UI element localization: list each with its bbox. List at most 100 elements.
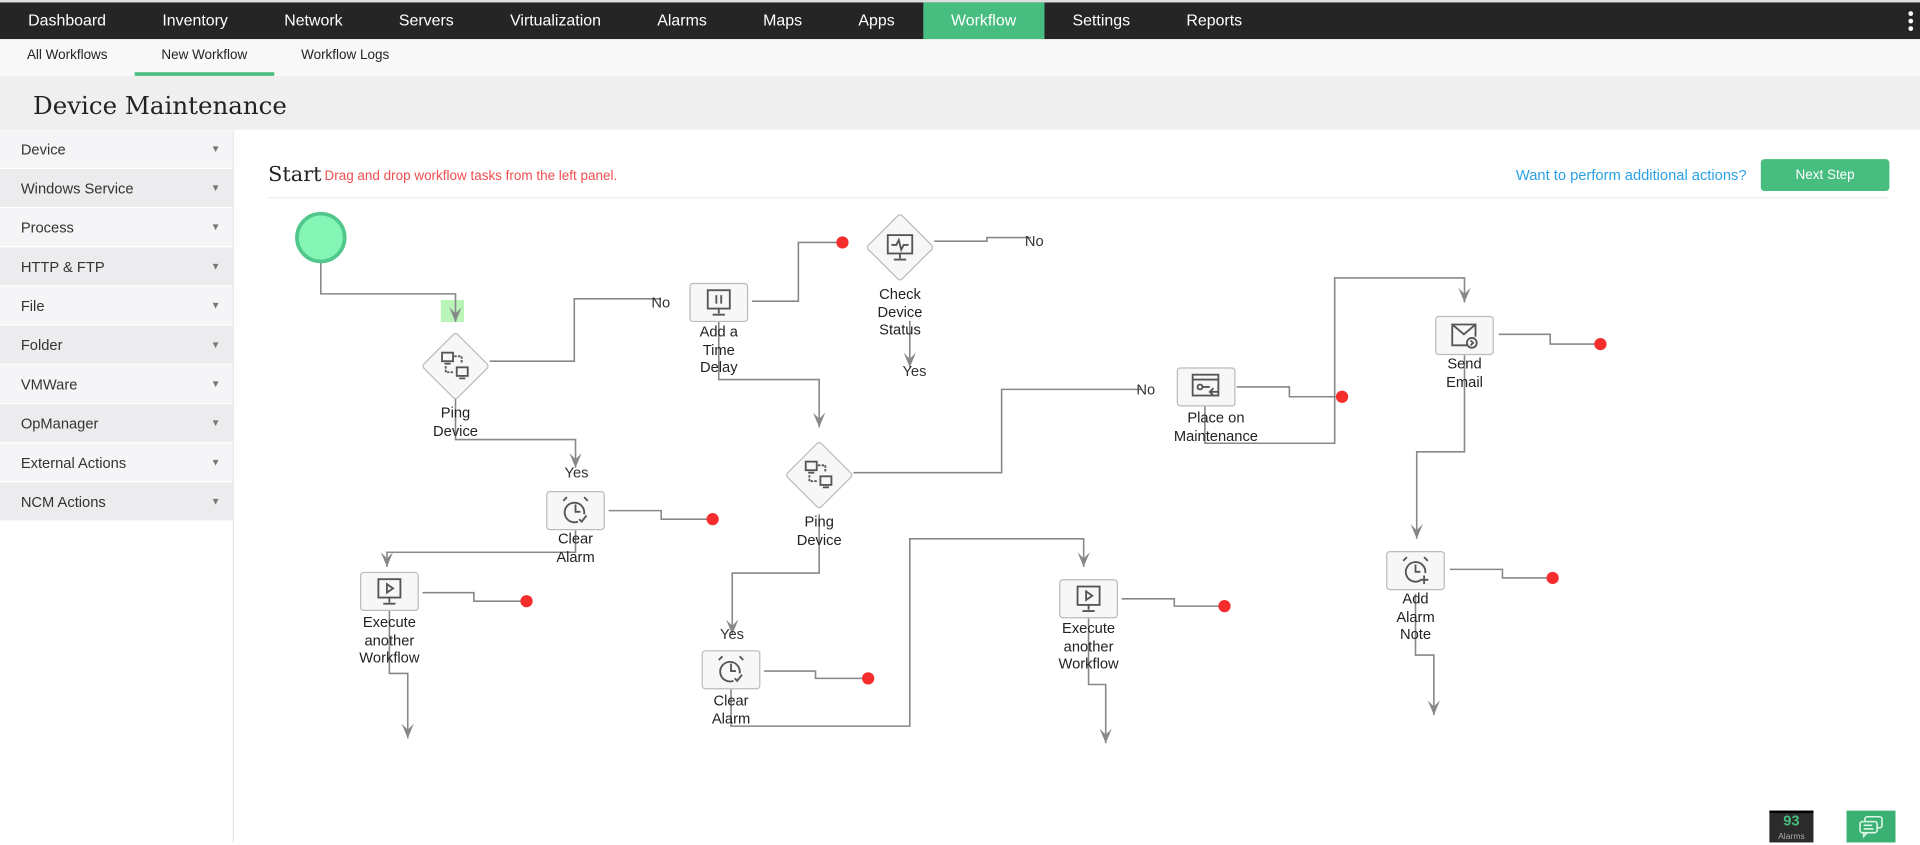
send-email-node[interactable] [1435, 315, 1494, 356]
caret-down-icon: ▼ [210, 378, 221, 390]
connector [489, 297, 662, 363]
branch-no-label: No [651, 293, 671, 312]
sidebar-item-vmware[interactable]: VMWare ▼ [0, 364, 233, 405]
sidebar-item-opmanager[interactable]: OpManager ▼ [0, 404, 233, 444]
connector [1087, 618, 1112, 744]
maintenance-icon [1191, 373, 1220, 397]
sidebar-item-label: Folder [20, 336, 63, 354]
sidebar-item-external-actions[interactable]: External Actions▼ [0, 443, 233, 483]
email-icon [1451, 323, 1478, 349]
tab-all-workflows[interactable]: All Workflows [26, 47, 108, 63]
nav-servers[interactable]: Servers [398, 11, 454, 30]
caret-down-icon: ▼ [210, 143, 221, 155]
clear-alarm-node-2[interactable] [701, 650, 761, 690]
alarm-clear-icon [562, 496, 589, 524]
chat-icon [1859, 815, 1883, 839]
sidebar-item-device[interactable]: Device ▼ [0, 129, 233, 169]
connector [730, 537, 1090, 727]
nav-workflow[interactable]: Workflow [922, 2, 1045, 40]
drag-drop-hint: Drag and drop workflow tasks from the le… [324, 168, 618, 184]
ping-device-icon [802, 458, 836, 492]
caret-down-icon: ▼ [210, 456, 221, 468]
alarm-clear-icon [718, 655, 744, 683]
nav-apps[interactable]: Apps [858, 11, 895, 30]
chat-button[interactable] [1846, 810, 1896, 843]
sidebar-item-label: Process [20, 219, 74, 237]
sidebar-item-label: File [20, 297, 45, 315]
play-monitor-icon [1076, 585, 1101, 612]
sidebar-item-label: Windows Service [20, 180, 134, 198]
sidebar-item-label: Device [20, 140, 66, 158]
nav-virtualization[interactable]: Virtualization [510, 11, 601, 30]
caret-down-icon: ▼ [210, 221, 221, 233]
sidebar-item-folder[interactable]: Folder ▼ [0, 325, 233, 365]
nav-inventory[interactable]: Inventory [162, 11, 228, 30]
time-delay-node[interactable] [689, 282, 749, 323]
execute-workflow-node[interactable] [360, 571, 419, 612]
tab-workflow-logs[interactable]: Workflow Logs [301, 47, 390, 63]
connector [1236, 386, 1340, 398]
sidebar-item-label: VMWare [20, 375, 78, 394]
caret-down-icon: ▼ [210, 339, 221, 351]
end-point [862, 672, 875, 685]
sidebar-item-process[interactable]: Process ▼ [0, 208, 233, 248]
connector [717, 320, 826, 428]
device-status-monitor-icon [883, 230, 917, 264]
more-menu-icon[interactable]: ••• [1907, 3, 1914, 38]
end-point [836, 236, 849, 249]
play-monitor-icon [377, 578, 402, 605]
connector [608, 509, 711, 520]
pause-monitor-icon [706, 289, 731, 316]
nav-dashboard[interactable]: Dashboard [28, 11, 107, 30]
nav-reports[interactable]: Reports [1186, 11, 1243, 30]
connector [1498, 333, 1598, 345]
branch-yes-label: Yes [720, 625, 744, 643]
connector [764, 670, 866, 680]
top-nav: Dashboard Inventory Network Servers Virt… [0, 0, 1920, 40]
branch-yes-label: Yes [902, 362, 927, 380]
alarm-add-icon [1402, 556, 1429, 585]
connector [1204, 277, 1471, 445]
sidebar-item-ncm-actions[interactable]: NCM Actions▼ [0, 482, 233, 522]
connector [1414, 593, 1441, 716]
clear-alarm-node[interactable] [546, 491, 605, 531]
connector [1410, 355, 1466, 539]
caret-down-icon: ▼ [210, 417, 221, 429]
sidebar-item-file[interactable]: File ▼ [0, 286, 233, 326]
additional-actions-link[interactable]: Want to perform additional actions? [1515, 166, 1747, 184]
connector [853, 388, 1142, 474]
execute-workflow-node-2[interactable] [1059, 579, 1118, 619]
sidebar-item-label: OpManager [20, 415, 99, 433]
connector [422, 591, 525, 603]
ping-device-icon [438, 349, 472, 383]
end-point [1335, 390, 1349, 403]
connector [320, 262, 462, 323]
tab-new-workflow[interactable]: New Workflow [134, 39, 275, 76]
connector [1449, 568, 1551, 579]
page-title: Device Maintenance [33, 90, 287, 121]
sidebar-item-http-ftp[interactable]: HTTP & FTP▼ [0, 247, 233, 287]
alarm-count: 93 [1783, 811, 1800, 829]
sidebar-item-windows-service[interactable]: Windows Service▼ [0, 168, 233, 209]
place-on-maintenance-node[interactable] [1176, 367, 1236, 407]
nav-maps[interactable]: Maps [763, 11, 803, 30]
caret-down-icon: ▼ [210, 300, 221, 312]
sidebar-item-label: NCM Actions [20, 493, 106, 511]
task-sidebar: Device▼ Windows Service▼ Process▼ HTTP &… [0, 129, 234, 843]
add-alarm-note-node[interactable] [1386, 551, 1445, 591]
nav-settings[interactable]: Settings [1072, 11, 1131, 30]
connector [388, 611, 414, 739]
branch-no-label: No [1136, 380, 1156, 398]
next-step-button[interactable]: Next Step [1760, 159, 1890, 192]
start-node[interactable] [295, 211, 347, 264]
end-point [1594, 337, 1607, 351]
nav-network[interactable]: Network [284, 11, 343, 30]
nav-alarms[interactable]: Alarms [657, 11, 707, 30]
